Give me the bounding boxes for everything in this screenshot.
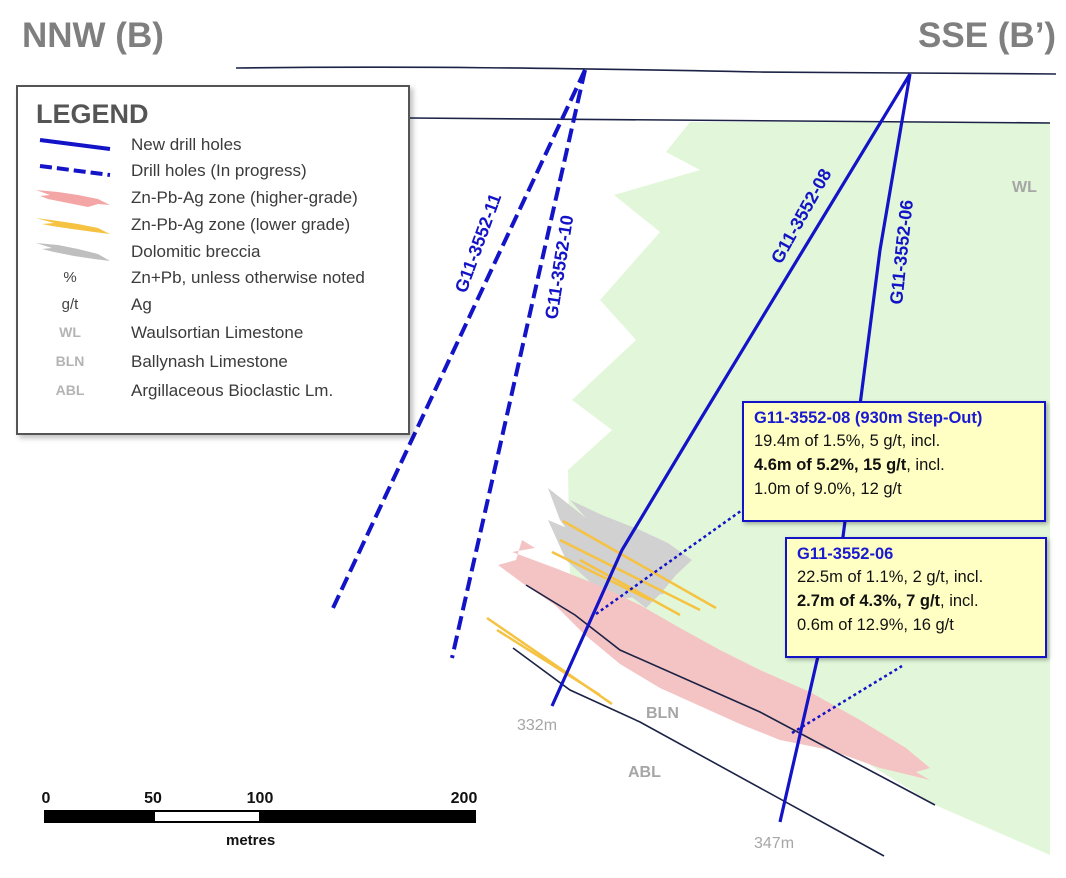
direction-label-left: NNW (B): [22, 16, 164, 55]
callout-hole-08: G11-3552-08 (930m Step-Out) 19.4m of 1.5…: [742, 401, 1046, 522]
legend-label: Argillaceous Bioclastic Lm.: [131, 381, 334, 400]
depth-label-08: 332m: [517, 717, 557, 734]
drill-hole-08: [550, 73, 912, 707]
legend-label: Waulsortian Limestone: [131, 323, 304, 342]
legend-item-percent: % Zn+Pb, unless otherwise noted: [18, 265, 408, 291]
dashed-blue-line-icon: [39, 164, 111, 177]
legend-code-gpt: g/t: [61, 296, 79, 313]
geology-contact-lines: [235, 66, 1057, 857]
gray-zone-icon: [36, 243, 110, 261]
legend-code-abl: ABL: [55, 382, 85, 398]
legend-label: New drill holes: [131, 135, 242, 154]
callout-suffix: , incl.: [940, 592, 979, 610]
yellow-zone-icon: [36, 218, 110, 234]
callout-title: G11-3552-08 (930m Step-Out): [754, 409, 983, 427]
callout-line: 22.5m of 1.1%, 2 g/t, incl.: [797, 568, 984, 586]
formation-label-bln: BLN: [646, 705, 679, 722]
leader-08: [595, 506, 746, 616]
legend-item-dolomitic-breccia: Dolomitic breccia: [18, 239, 408, 265]
scale-bar: 0 50 100 200 metres: [36, 790, 486, 860]
callout-highlight: 4.6m of 5.2%, 15 g/t: [754, 456, 907, 474]
callout-line: 19.4m of 1.5%, 5 g/t, incl.: [754, 432, 941, 450]
legend-item-low-grade: Zn-Pb-Ag zone (lower grade): [18, 212, 408, 238]
callout-highlight: 2.7m of 4.3%, 7 g/t: [797, 592, 941, 610]
legend-label: Zn-Pb-Ag zone (lower grade): [131, 215, 351, 234]
scale-segment-black-2: [260, 810, 476, 823]
hole-label-10: G11-3552-10: [541, 214, 577, 321]
legend-label: Ag: [131, 295, 152, 314]
legend-item-wl: WL Waulsortian Limestone: [18, 320, 408, 346]
legend-item-new-drill-holes: New drill holes: [18, 132, 408, 158]
legend-label: Ballynash Limestone: [131, 352, 288, 371]
hole-label-11: G11-3552-11: [451, 191, 505, 296]
legend-label: Zn-Pb-Ag zone (higher-grade): [131, 188, 358, 207]
scale-tick-50: 50: [144, 790, 162, 807]
legend-box: LEGEND New drill holes Drill holes (In p…: [16, 85, 410, 435]
callout-suffix: , incl.: [906, 456, 945, 474]
scale-unit-label: metres: [226, 832, 276, 849]
legend-item-drill-holes-in-progress: Drill holes (In progress): [18, 158, 408, 184]
legend-code-wl: WL: [59, 324, 81, 340]
legend-item-bln: BLN Ballynash Limestone: [18, 349, 408, 375]
callout-line: 1.0m of 9.0%, 12 g/t: [754, 480, 902, 498]
legend-label: Zn+Pb, unless otherwise noted: [131, 268, 365, 287]
high-grade-zone: [498, 540, 930, 780]
legend-label: Dolomitic breccia: [131, 242, 261, 261]
callout-line: 0.6m of 12.9%, 16 g/t: [797, 616, 954, 634]
scale-tick-0: 0: [41, 790, 51, 807]
legend-code-bln: BLN: [55, 353, 85, 369]
legend-item-abl: ABL Argillaceous Bioclastic Lm.: [18, 378, 408, 404]
drill-hole-10: [450, 69, 587, 659]
solid-blue-line-icon: [39, 138, 111, 151]
scale-tick-100: 100: [246, 790, 274, 807]
formation-label-wl: WL: [1012, 179, 1037, 196]
scale-segment-black-1: [44, 810, 154, 823]
low-grade-zones: [486, 519, 717, 706]
direction-label-right: SSE (B’): [918, 16, 1057, 55]
legend-label: Drill holes (In progress): [131, 161, 307, 180]
scale-segment-white: [153, 810, 261, 823]
pink-zone-icon: [36, 190, 110, 207]
callout-title: G11-3552-06: [797, 545, 894, 563]
legend-code-percent: %: [63, 269, 77, 286]
callout-hole-06: G11-3552-06 22.5m of 1.1%, 2 g/t, incl. …: [785, 537, 1047, 658]
legend-item-gpt: g/t Ag: [18, 292, 408, 318]
callout-line: 2.7m of 4.3%, 7 g/t, incl.: [797, 592, 1045, 611]
callout-line: 4.6m of 5.2%, 15 g/t, incl.: [754, 456, 1044, 475]
legend-title: LEGEND: [36, 99, 149, 129]
dolomitic-breccia-zone: [548, 488, 692, 608]
scale-tick-200: 200: [450, 790, 478, 807]
dolomitic-breccia-zone-2: [548, 520, 664, 600]
formation-label-abl: ABL: [628, 764, 661, 781]
depth-label-06: 347m: [754, 835, 794, 852]
legend-item-high-grade: Zn-Pb-Ag zone (higher-grade): [18, 185, 408, 211]
